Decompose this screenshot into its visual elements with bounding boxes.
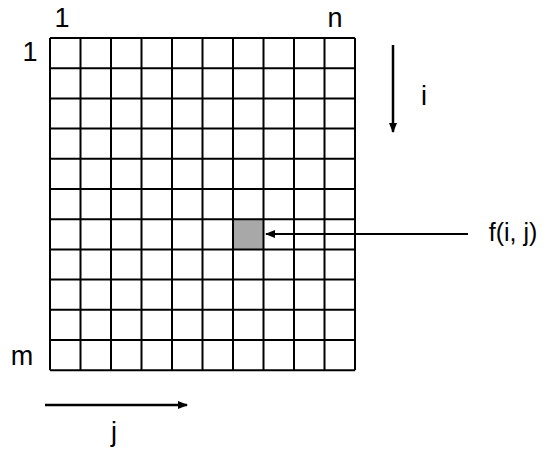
j-direction-arrow bbox=[45, 404, 187, 407]
grid-line bbox=[50, 37, 355, 39]
grid-line bbox=[202, 38, 204, 370]
row-index: 1 bbox=[22, 39, 37, 66]
axis-label: j bbox=[111, 419, 117, 446]
grid-line bbox=[293, 38, 295, 370]
grid-line bbox=[50, 339, 355, 341]
grid-line bbox=[50, 218, 355, 220]
grid-line bbox=[49, 38, 51, 370]
grid-line bbox=[50, 97, 355, 99]
column-index: 1 bbox=[54, 5, 69, 32]
grid-line bbox=[80, 38, 82, 370]
axis-label: i bbox=[421, 83, 427, 110]
grid-line bbox=[232, 38, 234, 370]
grid-line bbox=[50, 188, 355, 190]
pixel-label: f(i, j) bbox=[489, 220, 538, 245]
grid-line bbox=[50, 128, 355, 130]
grid-line bbox=[50, 279, 355, 281]
grid-lines bbox=[50, 38, 355, 370]
grid-line bbox=[50, 248, 355, 250]
leader-arrow bbox=[266, 233, 468, 235]
i-direction-arrow bbox=[392, 45, 395, 132]
grid-line bbox=[50, 158, 355, 160]
row-index: m bbox=[11, 343, 34, 370]
grid-line bbox=[50, 309, 355, 311]
grid-line bbox=[50, 369, 355, 371]
grid-line bbox=[171, 38, 173, 370]
column-index: n bbox=[327, 5, 342, 32]
grid-line bbox=[110, 38, 112, 370]
grid-line bbox=[141, 38, 143, 370]
grid-line bbox=[324, 38, 326, 370]
highlighted-pixel bbox=[233, 219, 264, 249]
grid-line bbox=[50, 67, 355, 69]
grid-line bbox=[354, 38, 356, 370]
grid-line bbox=[263, 38, 265, 370]
